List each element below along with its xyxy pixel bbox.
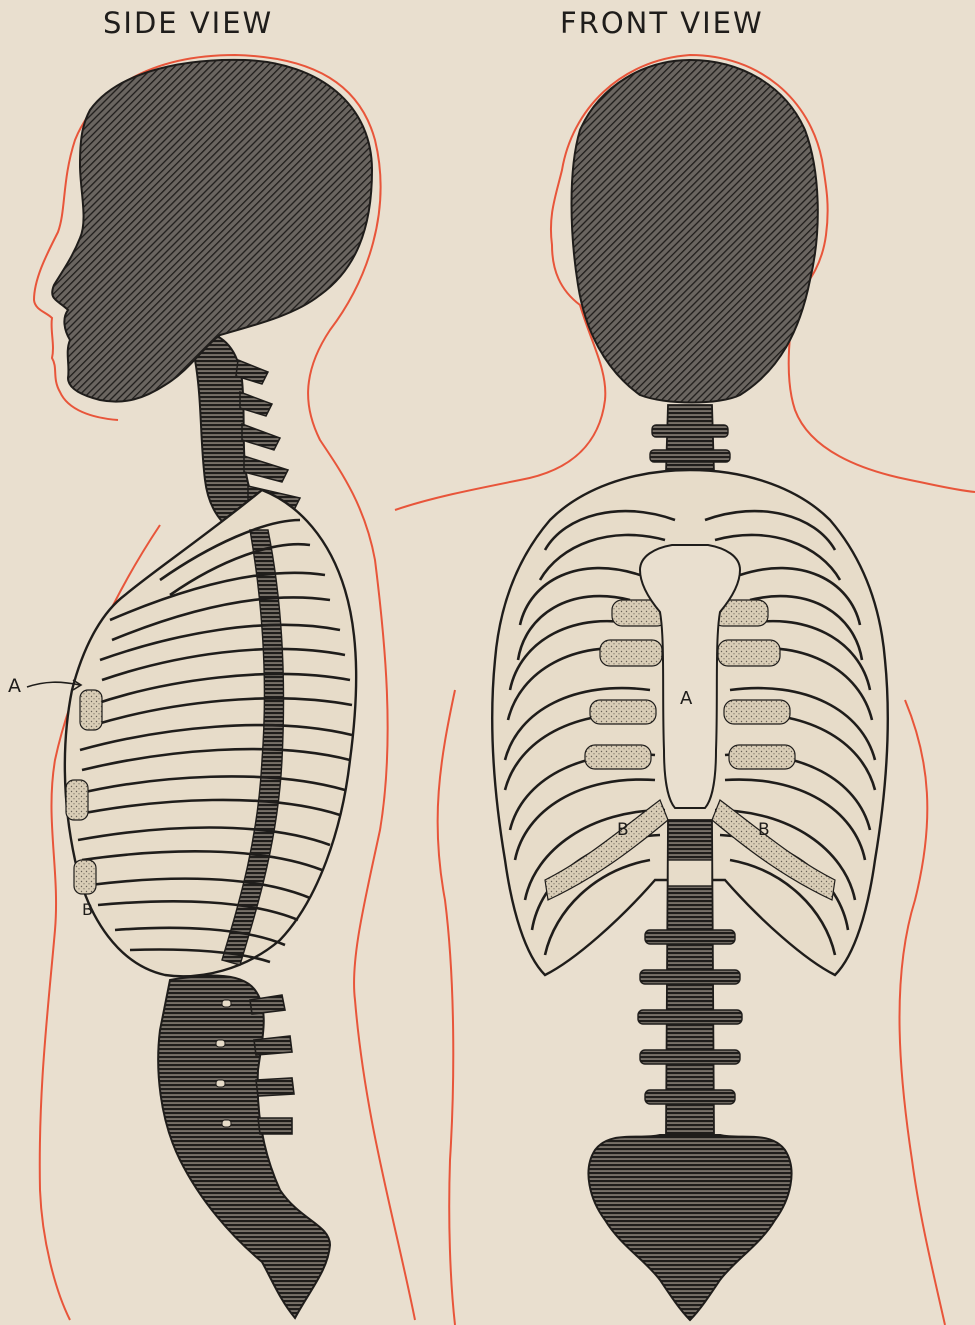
front-sacrum — [588, 1135, 791, 1320]
side-arrow-a — [25, 675, 85, 697]
side-view-title: SIDE VIEW — [103, 6, 273, 40]
side-view-figure — [34, 55, 415, 1320]
side-lumbar-sacrum — [158, 976, 330, 1318]
front-label-a: A — [680, 688, 692, 709]
front-intervertebral-disc — [668, 860, 712, 886]
front-label-b-right: B — [758, 820, 770, 840]
side-label-a: A — [8, 675, 21, 697]
side-label-b: B — [82, 900, 93, 919]
front-view-title: FRONT VIEW — [560, 6, 764, 40]
front-label-b-left: B — [617, 820, 629, 840]
front-head — [572, 60, 818, 403]
